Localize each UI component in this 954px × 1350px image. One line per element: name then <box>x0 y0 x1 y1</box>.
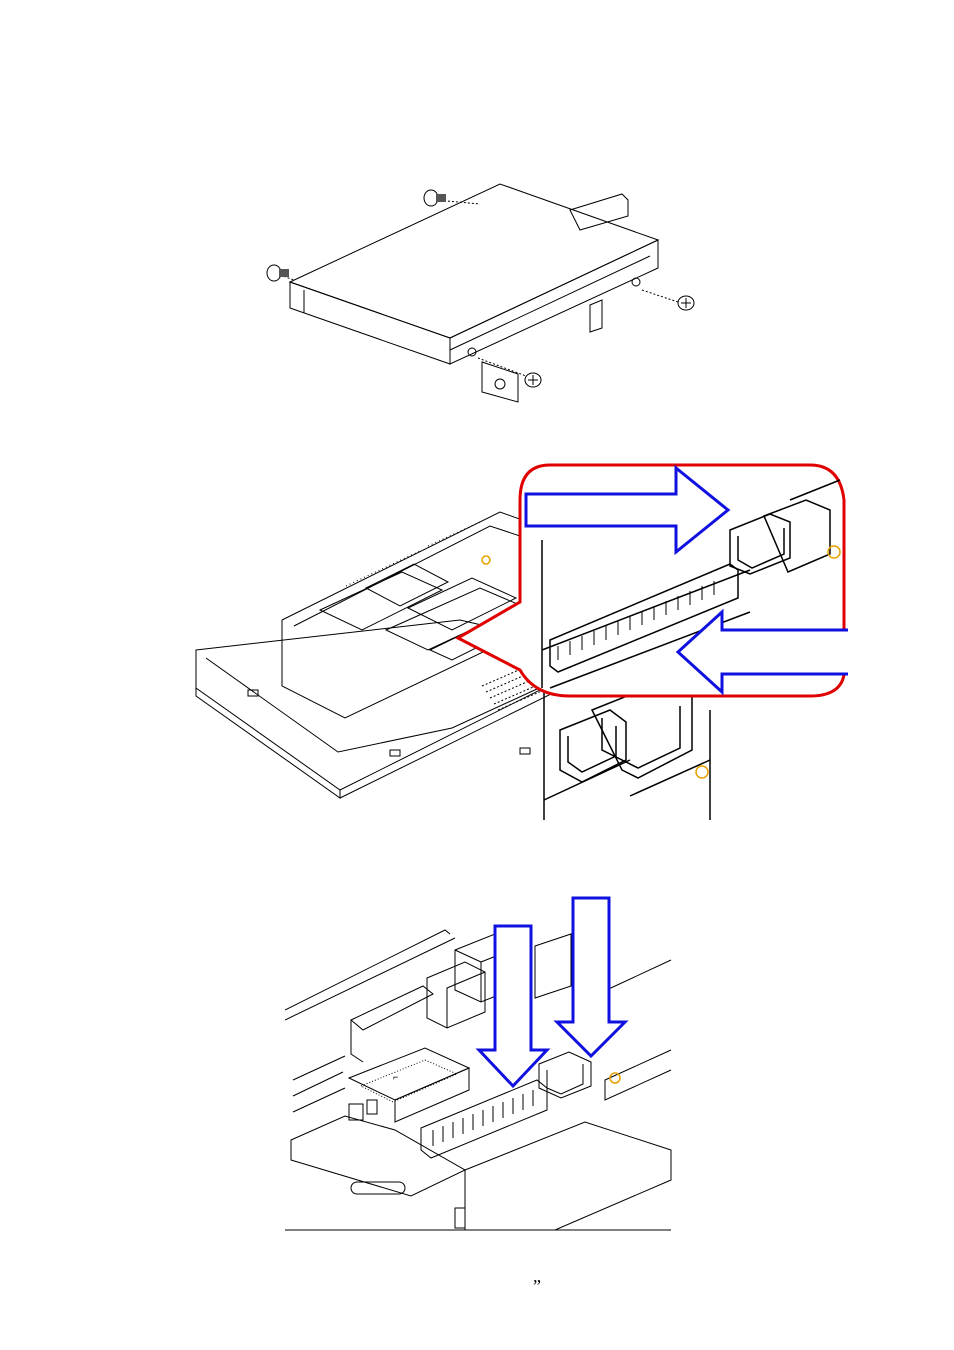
bracket-side-wall <box>450 240 658 364</box>
screw-icon <box>424 190 480 206</box>
screw-icon <box>642 290 694 310</box>
figure-chassis-callout <box>190 460 860 825</box>
figure-board-insertion: ⌐ <box>285 890 675 1235</box>
arrow-down-icon <box>479 926 547 1086</box>
bracket-top-plate <box>290 184 658 338</box>
footer-mark: ” <box>533 1276 541 1297</box>
card-socket <box>349 1048 469 1100</box>
board-drawing: ⌐ <box>285 890 675 1235</box>
bracket-front-wall <box>290 282 450 364</box>
chassis-drawing <box>190 460 860 825</box>
arrow-down-icon <box>557 898 625 1056</box>
screw-icon <box>478 358 541 387</box>
mount-hole <box>495 379 505 389</box>
figure-hdd-bracket <box>250 170 720 420</box>
side-hole <box>468 348 476 356</box>
svg-text:⌐: ⌐ <box>393 1072 398 1082</box>
pin-header-connector <box>421 1080 547 1158</box>
side-hole <box>632 278 640 286</box>
screw-icon <box>267 265 294 281</box>
hdd-bracket-drawing <box>250 170 720 420</box>
bracket-mount-ear <box>482 362 518 402</box>
bracket-down-tab <box>590 300 602 332</box>
connector-detail-lower <box>544 682 710 820</box>
